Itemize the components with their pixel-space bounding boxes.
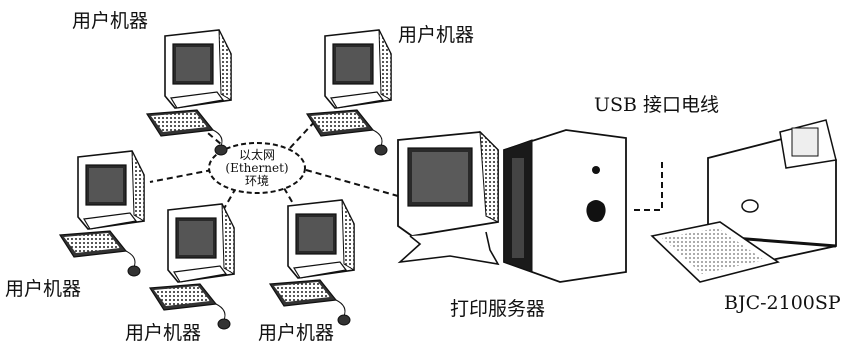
printer-model-label: BJC-2100SP [724, 292, 841, 314]
user-label-top-left: 用户机器 [72, 10, 149, 32]
hub-label-line2: (Ethernet) [225, 161, 289, 175]
printer [650, 119, 837, 283]
user-computer-bottom-2 [269, 199, 355, 326]
hub-label-line1: 以太网 [238, 148, 275, 162]
print-server [397, 129, 627, 283]
user-label-top-right: 用户机器 [398, 24, 475, 46]
print-server-label: 打印服务器 [450, 298, 546, 320]
ethernet-hub [208, 142, 306, 194]
user-computer-mid-left [59, 150, 145, 277]
hub-label: 以太网 (Ethernet) 环境 [213, 149, 301, 188]
user-computer-top-left [146, 29, 232, 156]
user-label-mid-left: 用户机器 [5, 278, 82, 300]
user-computer-top-right [306, 29, 392, 156]
user-label-bottom-1: 用户机器 [125, 322, 202, 344]
user-computer-bottom-1 [149, 203, 235, 330]
hub-label-line3: 环境 [244, 174, 269, 188]
user-label-bottom-2: 用户机器 [258, 322, 335, 344]
usb-cable-label: USB 接口电线 [594, 94, 720, 116]
